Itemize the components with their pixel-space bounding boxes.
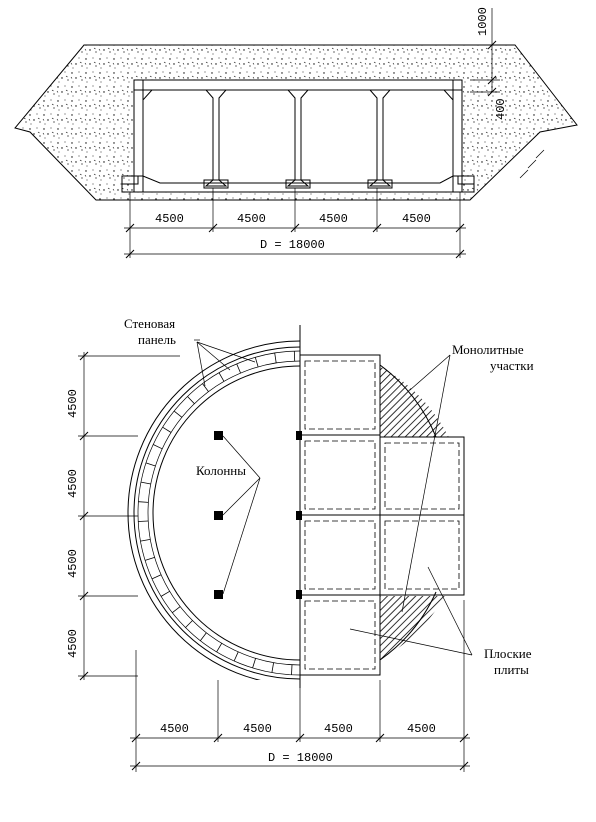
section-span-3: 4500: [319, 212, 348, 226]
ground-marks: [519, 149, 545, 179]
plan-row-4: 4500: [66, 629, 80, 658]
plan-row-1: 4500: [66, 389, 80, 418]
panel-joint: [291, 664, 293, 675]
plan-span-4: 4500: [407, 722, 436, 736]
panel-joint: [138, 501, 149, 503]
wall-panel-joints: [138, 351, 296, 675]
panel-joint: [151, 574, 162, 580]
section-dimensions: 4500 4500 4500 4500 D = 18000: [124, 188, 466, 259]
plan-span-dimensions: 4500 4500 4500 4500 D = 18000: [130, 600, 470, 772]
panel-joint: [144, 557, 155, 561]
panel-joint: [140, 481, 151, 485]
panel-joint: [271, 662, 274, 673]
panel-joint: [218, 372, 225, 382]
panel-joint: [140, 539, 151, 542]
panel-joint: [252, 658, 256, 669]
columns-section: [203, 89, 393, 189]
plan-span-1: 4500: [160, 722, 189, 736]
leader-lines: [194, 339, 473, 656]
callouts: Стеновая панель Колонны Монолитные участ…: [124, 316, 534, 677]
plan-span-2: 4500: [243, 722, 272, 736]
plan-span-3: 4500: [324, 722, 353, 736]
plan-columns: [214, 431, 302, 599]
panel-joint: [160, 590, 170, 597]
panel-joint: [216, 643, 223, 653]
cover-dimension-label: 1000: [476, 7, 490, 36]
panel-joint: [274, 352, 277, 363]
monolithic-label-1: Монолитные: [452, 342, 524, 357]
haunch-dimension-label: 400: [494, 98, 508, 120]
panel-joint: [173, 410, 183, 418]
plan-row-dimensions: 4500 4500 4500 4500: [66, 351, 180, 681]
flat-slabs: [299, 354, 465, 676]
panel-joint: [138, 520, 149, 522]
panel-joint: [233, 651, 239, 662]
cross-section: 1000 400 4500 4500 4500 4500 D = 18000: [14, 7, 578, 259]
plan-row-2: 4500: [66, 469, 80, 498]
panel-joint: [254, 357, 259, 368]
panel-joint: [172, 606, 181, 614]
monolithic-areas: [380, 346, 460, 680]
panel-joint: [236, 363, 241, 374]
monolithic-label-2: участки: [490, 358, 534, 373]
panel-joint: [187, 396, 195, 404]
plan-row-3: 4500: [66, 549, 80, 578]
panel-joint: [145, 462, 156, 467]
panel-joint: [202, 383, 209, 392]
section-span-1: 4500: [155, 212, 184, 226]
slabs-label-1: Плоские: [484, 646, 532, 661]
wall-panel-label-2: панель: [138, 332, 176, 347]
panel-joint: [199, 632, 207, 641]
wall-ring: [127, 340, 300, 680]
section-span-4: 4500: [402, 212, 431, 226]
plan-total-label: D = 18000: [268, 751, 333, 765]
panel-joint: [153, 444, 163, 450]
panel-joint: [185, 620, 193, 628]
wall-panel-label-1: Стеновая: [124, 316, 175, 331]
plan-view: 4500 4500 4500 4500 4500 4500 4500 4500: [66, 316, 534, 772]
slabs-label-2: плиты: [494, 662, 529, 677]
panel-joint: [162, 426, 172, 433]
section-total-label: D = 18000: [260, 238, 325, 252]
columns-label: Колонны: [196, 463, 246, 478]
vertical-dimensions: 1000 400: [470, 7, 508, 120]
section-span-2: 4500: [237, 212, 266, 226]
